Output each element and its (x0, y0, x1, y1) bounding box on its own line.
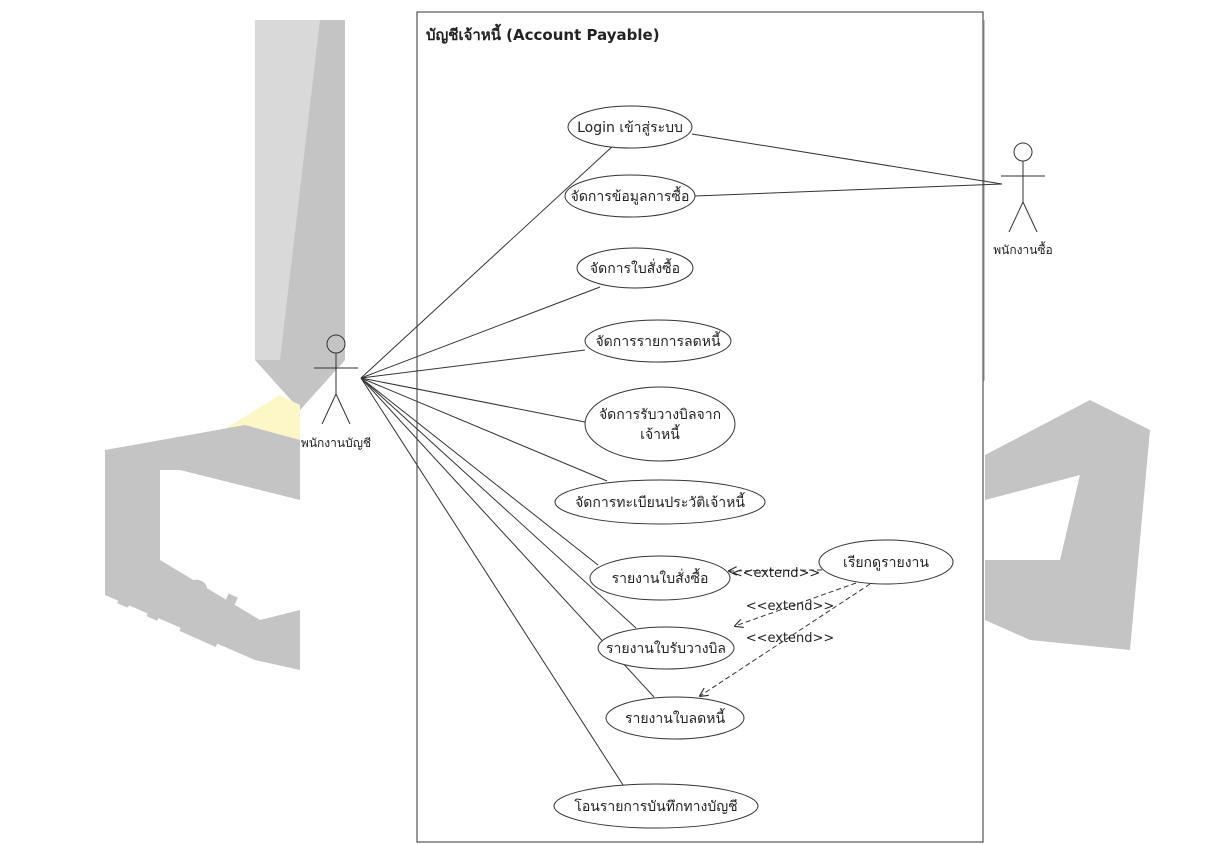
use-case-label: จัดการรายการลดหนี้ (595, 331, 721, 350)
extend-arrow (700, 583, 871, 696)
extend-arrow (735, 582, 857, 626)
use-case-uc7: รายงานใบสั่งซื้อ (589, 555, 731, 601)
use-case-ellipse (564, 174, 696, 218)
use-case-ellipse (553, 783, 759, 829)
use-case-uc8: รายงานใบรับวางบิล (597, 626, 735, 670)
extend-label: <<extend>> (732, 566, 821, 581)
use-case-ellipse (597, 626, 735, 670)
use-case-uc11: เรียกดูรายงาน (818, 539, 954, 585)
use-case-uc6: จัดการทะเบียนประวัติเจ้าหนี้ (554, 479, 766, 525)
use-case-label: รายงานใบลดหนี้ (625, 708, 726, 727)
use-case-label: จัดการข้อมูลการซื้อ (571, 186, 690, 205)
use-case-uc10: โอนรายการบันทึกทางบัญชี (553, 783, 759, 829)
use-case-uc1: Login เข้าสู่ระบบ (567, 105, 693, 149)
association-line (694, 183, 1003, 197)
use-case-ellipse (589, 555, 731, 601)
use-case-ellipse (576, 247, 694, 289)
actor-buyer: พนักงานซื้อ (993, 142, 1053, 257)
association-line (360, 144, 615, 379)
use-case-ellipse (605, 696, 745, 740)
association-line (360, 377, 624, 786)
use-case-uc3: จัดการใบสั่งซื้อ (576, 247, 694, 289)
use-case-label: โอนรายการบันทึกทางบัญชี (574, 798, 737, 815)
actor-leg-left (321, 393, 337, 425)
extend-label: <<extend>> (746, 631, 835, 646)
use-case-label: Login เข้าสู่ระบบ (577, 120, 683, 136)
association-line (360, 377, 637, 629)
system-title: บัญชีเจ้าหนี้ (Account Payable) (426, 23, 660, 44)
actor-leg-right (335, 393, 351, 425)
use-case-label: จัดการรับวางบิลจาก (599, 407, 721, 423)
use-case-label: จัดการทะเบียนประวัติเจ้าหนี้ (575, 492, 745, 511)
use-case-uc2: จัดการข้อมูลการซื้อ (564, 174, 696, 218)
use-case-label: รายงานใบรับวางบิล (606, 640, 726, 657)
association-line (360, 377, 608, 482)
association-line (360, 377, 586, 423)
actor-leg-right (1022, 201, 1038, 233)
association-line (360, 286, 601, 379)
use-case-uc9: รายงานใบลดหนี้ (605, 696, 745, 740)
use-case-label: เรียกดูรายงาน (843, 555, 929, 571)
actor-label: พนักงานบัญชี (301, 436, 371, 450)
actor-head-icon (326, 334, 346, 354)
actor-leg-left (1008, 201, 1024, 233)
association-line (360, 349, 586, 379)
actor-label: พนักงานซื้อ (993, 241, 1053, 257)
extend-label: <<extend>> (746, 599, 835, 614)
use-case-ellipse (567, 105, 693, 149)
use-case-ellipse (818, 539, 954, 585)
use-case-ellipse (584, 319, 732, 363)
actor-acct: พนักงานบัญชี (301, 334, 371, 450)
use-case-ellipse (584, 386, 736, 462)
use-case-label: รายงานใบสั่งซื้อ (612, 568, 709, 587)
use-case-label: เจ้าหนี้ (640, 424, 680, 443)
association-line (360, 377, 599, 566)
use-case-label: จัดการใบสั่งซื้อ (590, 258, 680, 277)
actor-head-icon (1013, 142, 1033, 162)
association-line (691, 133, 1003, 185)
use-case-ellipse (554, 479, 766, 525)
use-case-uc4: จัดการรายการลดหนี้ (584, 319, 732, 363)
